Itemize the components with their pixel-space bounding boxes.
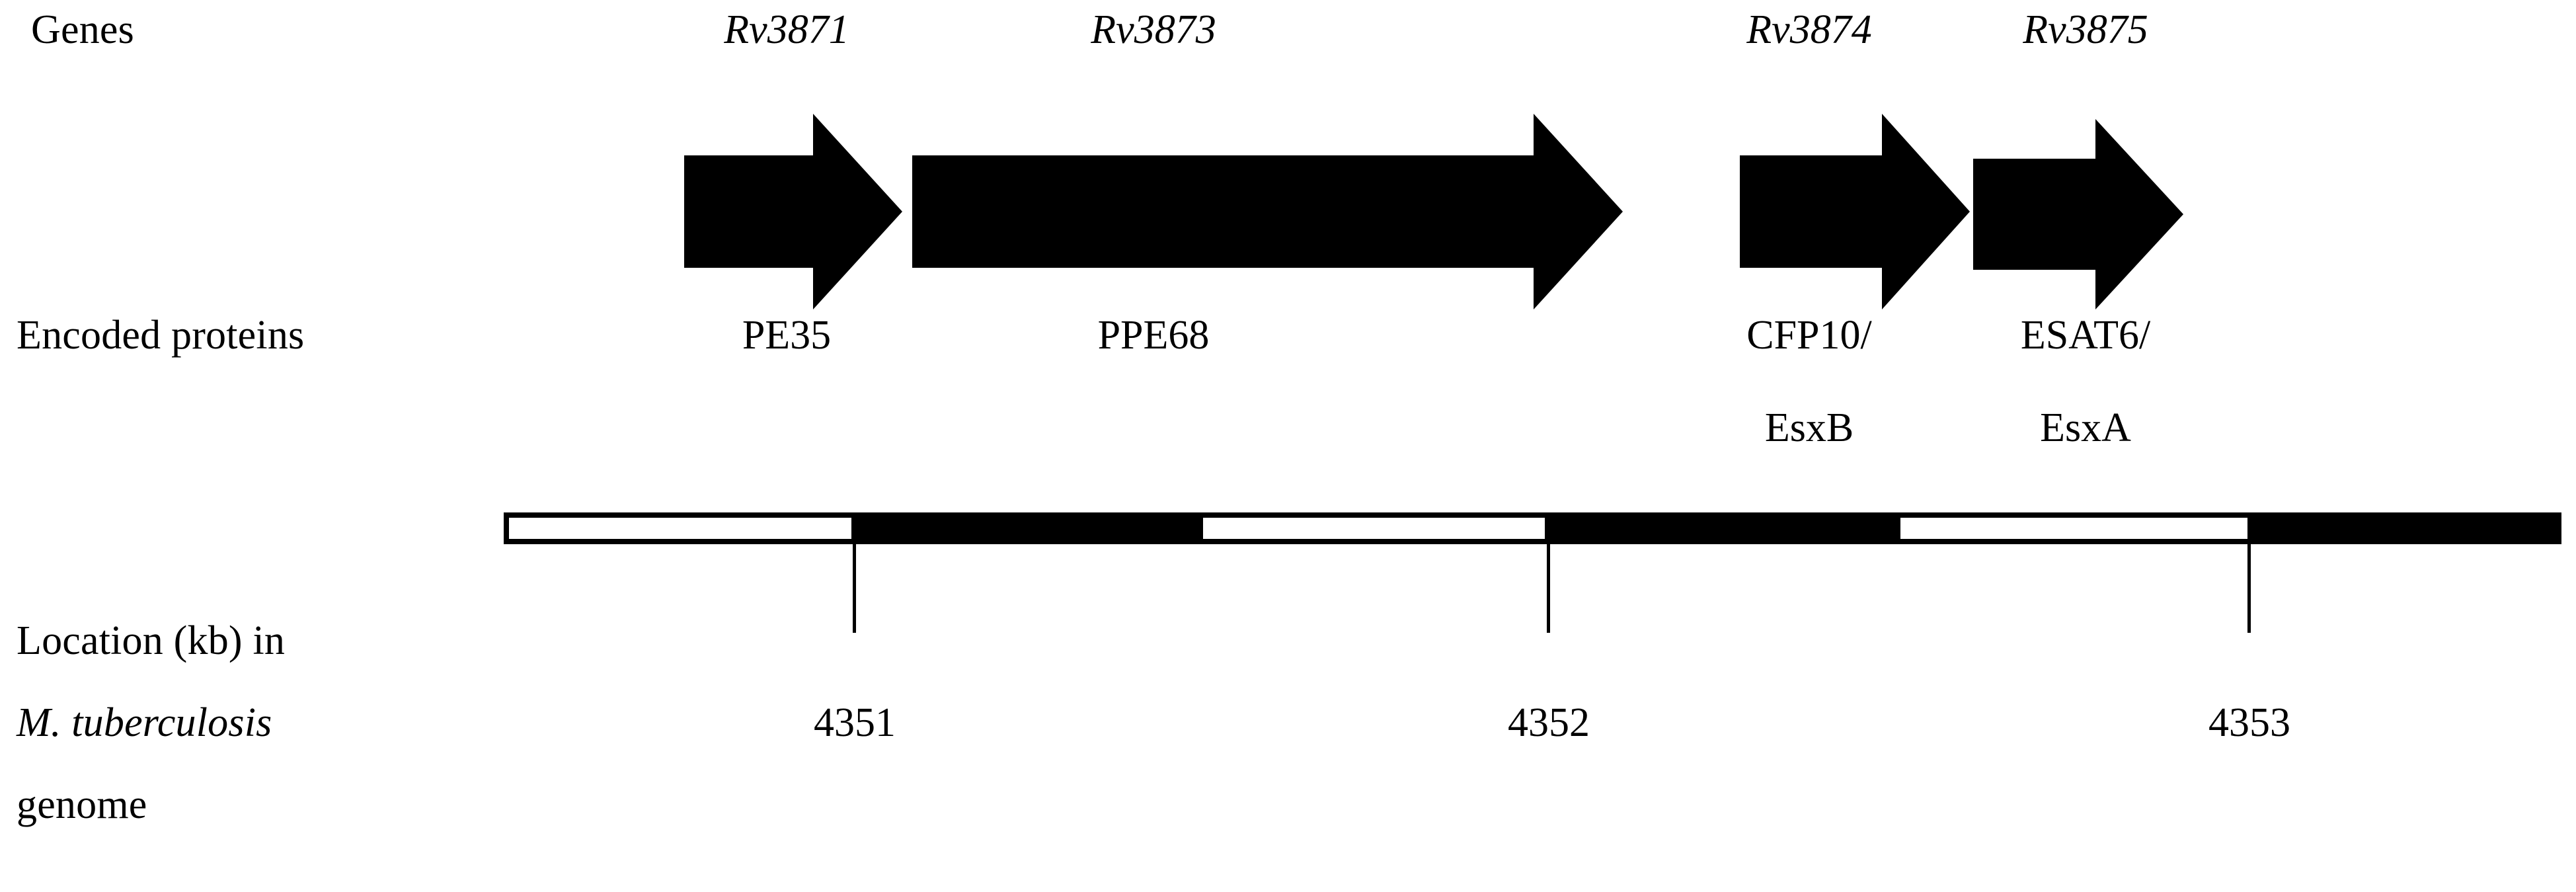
protein-label-pe35: PE35 <box>742 313 832 358</box>
protein-label-cfp10: CFP10/ <box>1746 313 1872 358</box>
protein-label-ppe68: PPE68 <box>1097 313 1210 358</box>
gene-label-rv3875: Rv3875 <box>2023 7 2148 52</box>
genome-bar-segment-hollow-2 <box>1203 518 1545 539</box>
protein-label-esat6: ESAT6/ <box>2020 313 2151 358</box>
gene-label-rv3874: Rv3874 <box>1746 7 1872 52</box>
gene-arrow-rv3871 <box>684 114 902 309</box>
tick-label-4352: 4352 <box>1508 700 1590 745</box>
tick-label-4353: 4353 <box>2208 700 2290 745</box>
row-label-location-line3: genome <box>17 782 147 827</box>
protein-label-esxb: EsxB <box>1764 405 1854 450</box>
gene-arrow-rv3874 <box>1740 114 1970 309</box>
row-label-genes: Genes <box>31 7 134 52</box>
tick-mark-4351 <box>853 544 856 633</box>
gene-arrow-rv3873 <box>912 114 1623 309</box>
genome-bar-segment-hollow-1 <box>509 518 851 539</box>
row-label-encoded-proteins: Encoded proteins <box>17 313 305 358</box>
tick-label-4351: 4351 <box>814 700 896 745</box>
genome-bar-segment-hollow-3 <box>1900 518 2247 539</box>
protein-label-esxa: EsxA <box>2040 405 2131 450</box>
row-label-location-line2: M. tuberculosis <box>17 700 272 745</box>
tick-mark-4353 <box>2247 544 2251 633</box>
row-label-location-line1: Location (kb) in <box>17 618 286 663</box>
gene-arrow-rv3875 <box>1973 119 2183 309</box>
gene-label-rv3871: Rv3871 <box>724 7 849 52</box>
tick-mark-4352 <box>1547 544 1550 633</box>
gene-label-rv3873: Rv3873 <box>1091 7 1216 52</box>
